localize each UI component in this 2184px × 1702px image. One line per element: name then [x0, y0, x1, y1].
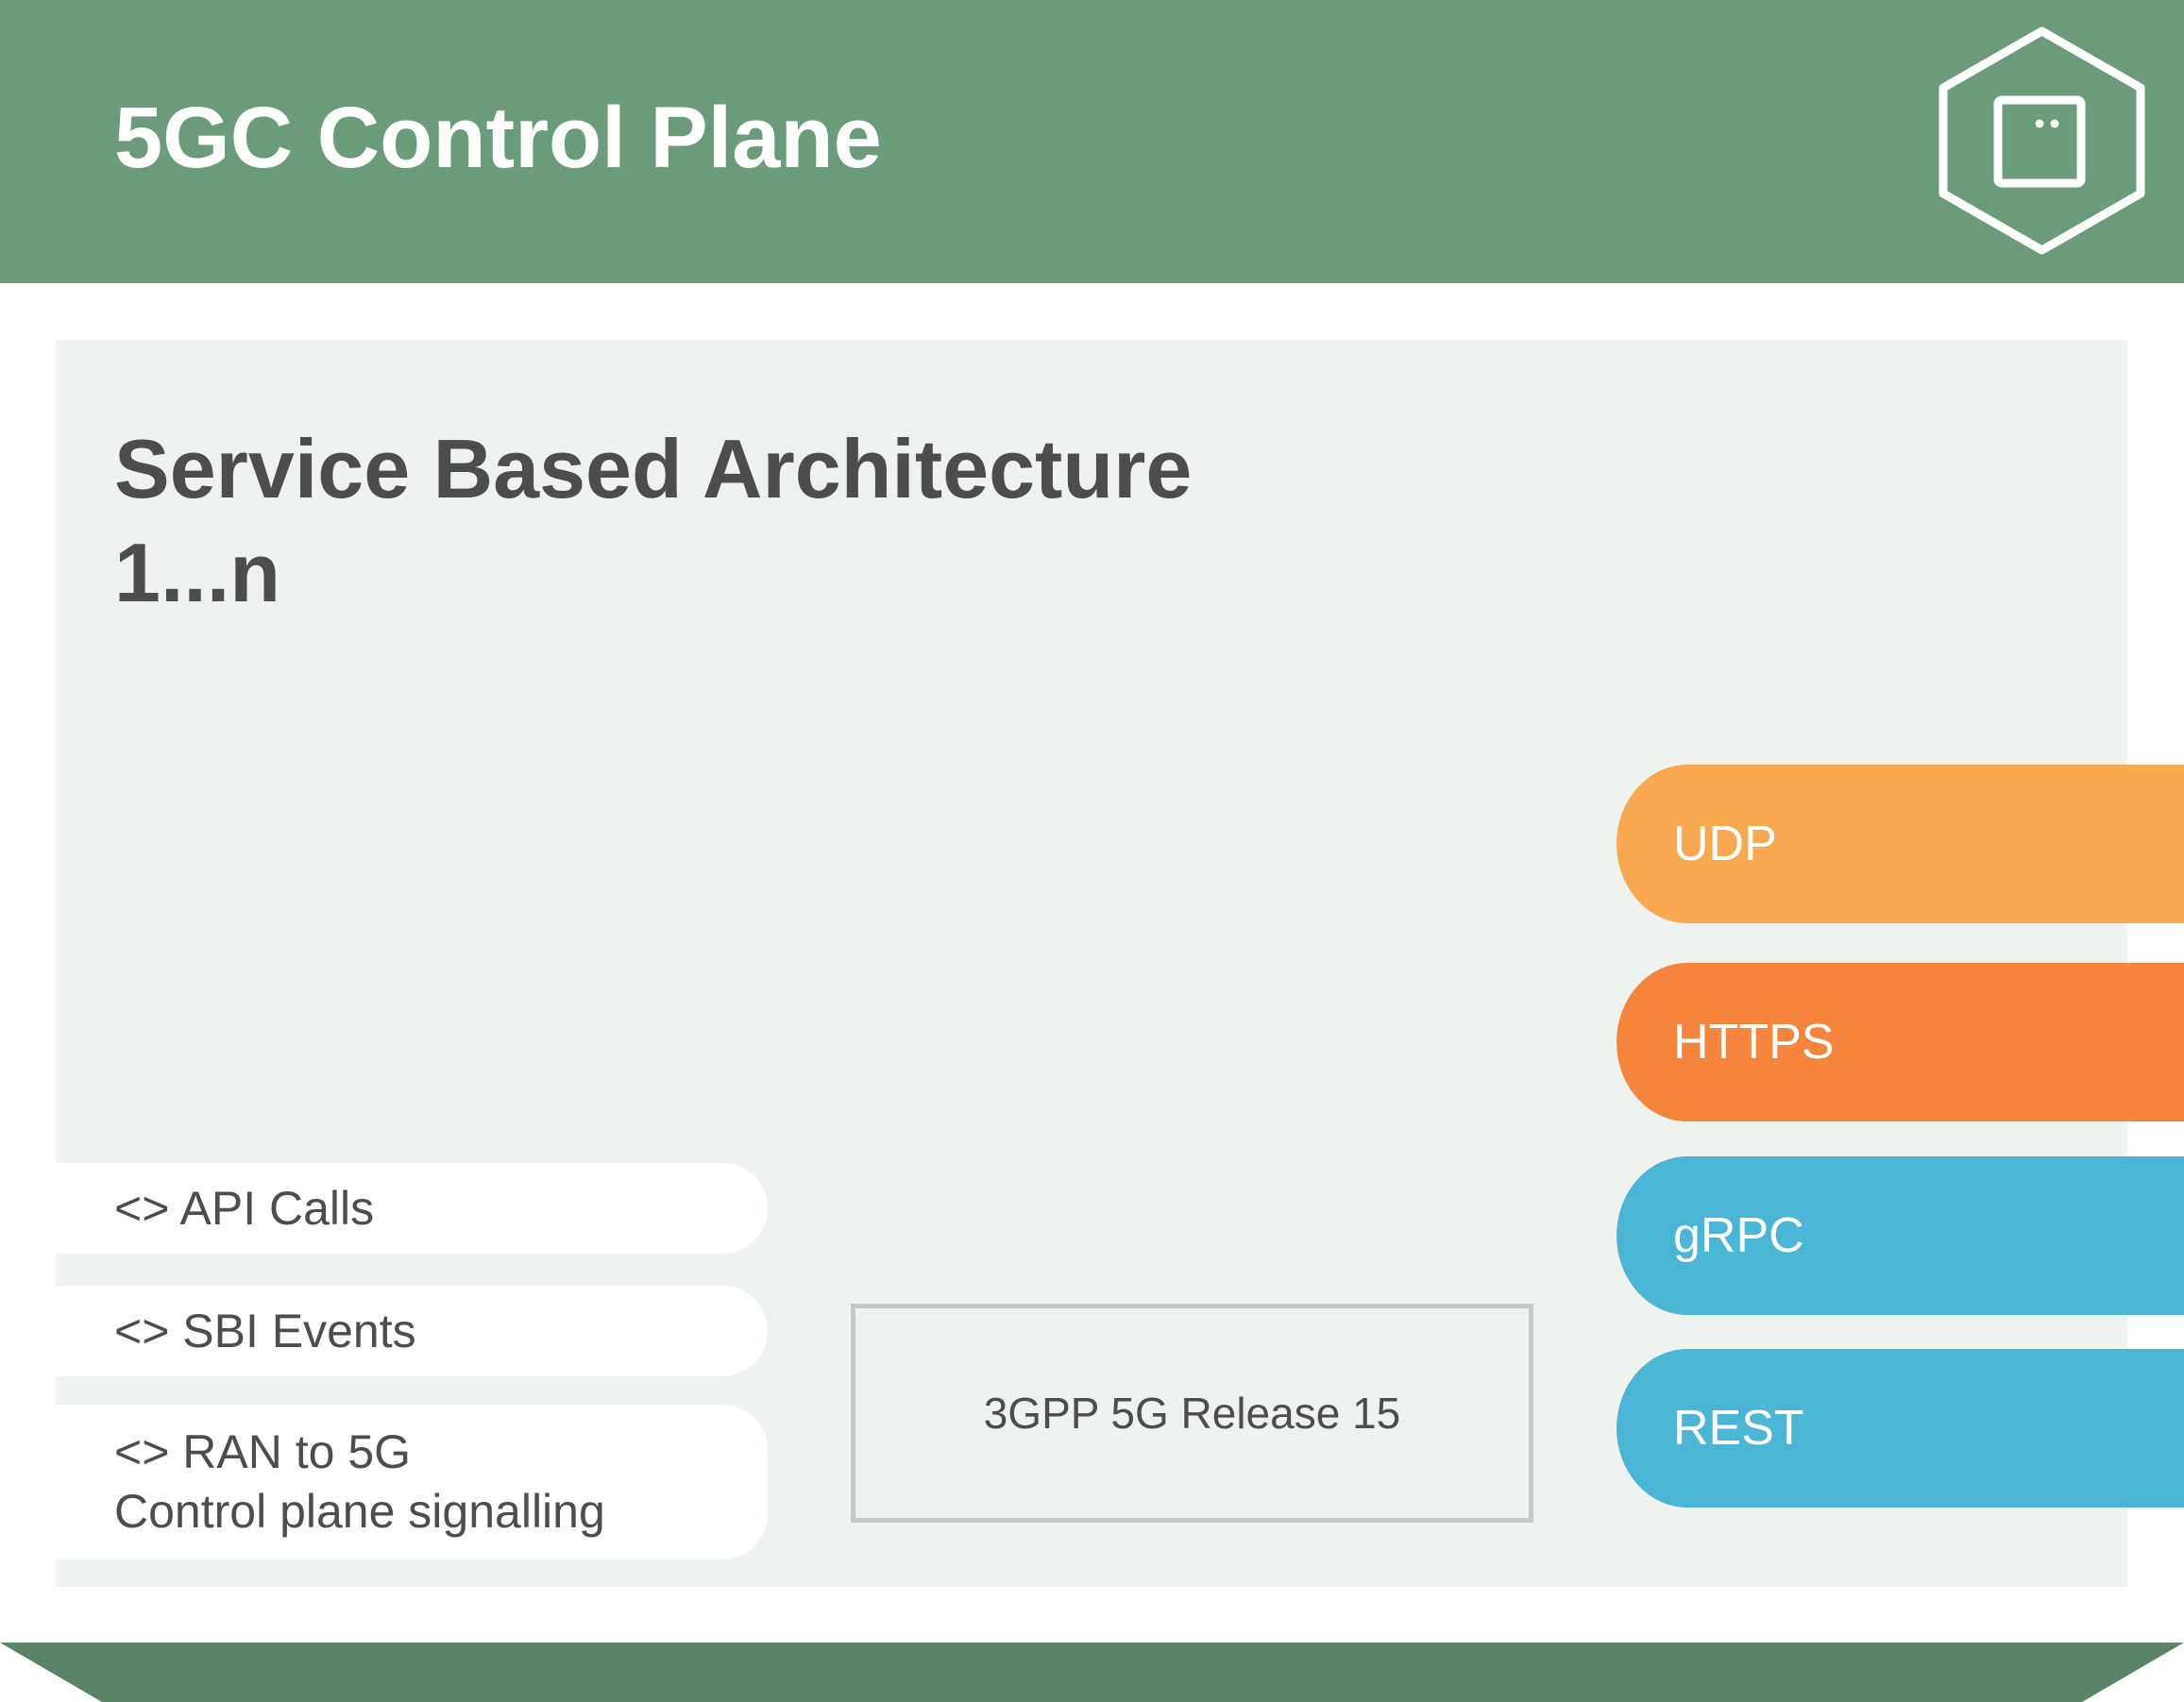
- interface-ran-signalling: <> RAN to 5G Control plane signalling: [56, 1405, 768, 1559]
- protocol-label: UDP: [1673, 817, 1777, 871]
- interface-label-continued: Control plane signalling: [114, 1485, 605, 1538]
- protocol-label: REST: [1673, 1401, 1804, 1456]
- page-title: 5GC Control Plane: [114, 90, 882, 186]
- protocol-rest: REST: [1617, 1349, 2184, 1508]
- protocol-label: gRPC: [1673, 1208, 1804, 1263]
- interface-label: <> SBI Events: [114, 1304, 416, 1357]
- release-box: 3GPP 5G Release 15: [851, 1304, 1533, 1523]
- header-bar: 5GC Control Plane: [0, 0, 2184, 283]
- release-label: 3GPP 5G Release 15: [983, 1389, 1401, 1438]
- interface-label: <> RAN to 5G: [114, 1425, 412, 1478]
- interface-sbi-events: <> SBI Events: [56, 1286, 768, 1376]
- panel-title-line-2: 1...n: [114, 526, 281, 619]
- protocol-udp: UDP: [1617, 765, 2184, 923]
- protocol-https: HTTPS: [1617, 963, 2184, 1121]
- panel-title: Service Based Architecture 1...n: [114, 417, 1192, 625]
- protocol-grpc: gRPC: [1617, 1156, 2184, 1315]
- protocol-label: HTTPS: [1673, 1015, 1835, 1070]
- footer-bar: [0, 1643, 2184, 1702]
- panel-title-line-1: Service Based Architecture: [114, 422, 1193, 515]
- interface-api-calls: <> API Calls: [56, 1163, 768, 1254]
- interface-label: <> API Calls: [114, 1181, 375, 1235]
- hexagon-container-icon: [1939, 26, 2145, 255]
